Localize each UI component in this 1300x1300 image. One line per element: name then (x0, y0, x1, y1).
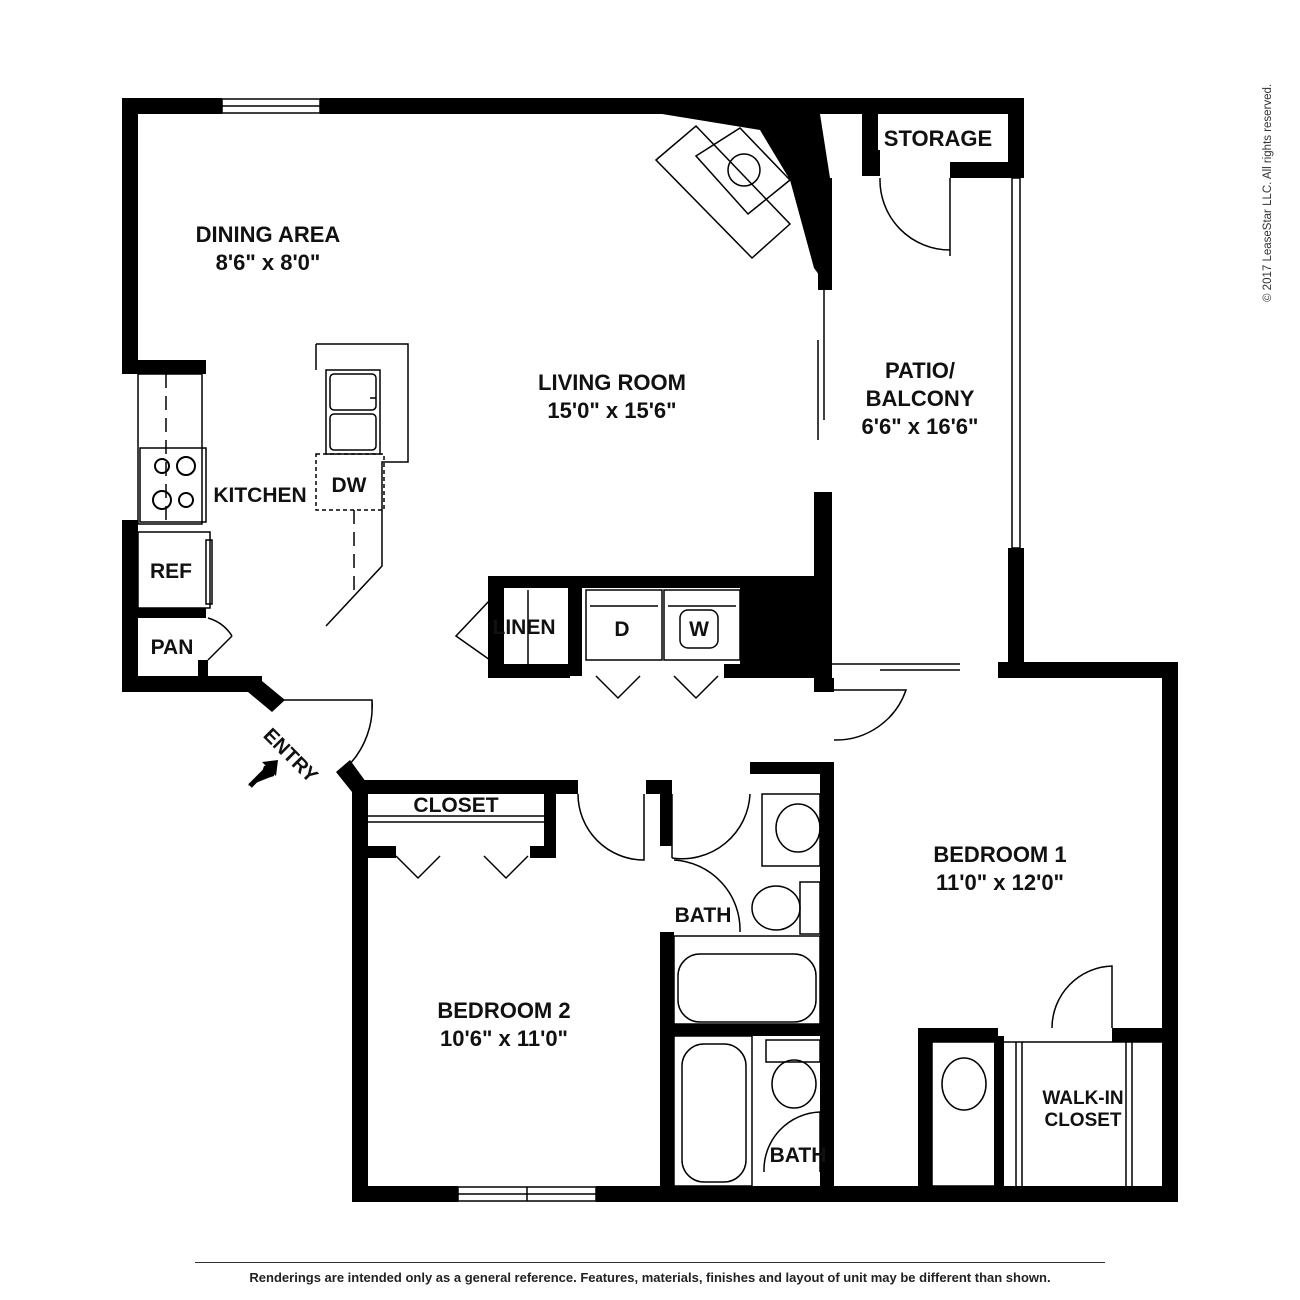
washer-label: W (689, 618, 709, 641)
closet-label: CLOSET (413, 794, 498, 817)
bedroom2-size: 10'6" x 11'0" (440, 1026, 568, 1051)
patio-name-1: PATIO/ (885, 358, 955, 383)
thin-lines (137, 98, 1162, 1202)
disclaimer-text: Renderings are intended only as a genera… (249, 1270, 1051, 1285)
walkin-label-1: WALK-IN (1042, 1088, 1123, 1109)
bedroom2-name: BEDROOM 2 (437, 998, 570, 1023)
walkin-label-2: CLOSET (1044, 1110, 1121, 1131)
refrigerator-label: REF (150, 560, 192, 583)
bedroom1-size: 11'0" x 12'0" (936, 870, 1064, 895)
bath-2-label: BATH (770, 1144, 827, 1167)
linen-label: LINEN (493, 616, 556, 639)
copyright-notice: © 2017 LeaseStar LLC. All rights reserve… (1262, 12, 1284, 312)
living-name: LIVING ROOM (538, 370, 686, 395)
bath-1-label: BATH (675, 904, 732, 927)
pantry-label: PAN (151, 636, 194, 659)
kitchen-label: KITCHEN (213, 484, 306, 507)
dining-size: 8'6" x 8'0" (216, 250, 321, 275)
dining-name: DINING AREA (196, 222, 341, 247)
patio-name-2: BALCONY (866, 386, 975, 411)
entry-label: ENTRY (259, 724, 322, 787)
living-size: 15'0" x 15'6" (547, 398, 676, 423)
storage-label: STORAGE (884, 126, 992, 151)
copyright-text: © 2017 LeaseStar LLC. All rights reserve… (1262, 83, 1274, 302)
entry-arrow-icon (248, 760, 278, 788)
patio-size: 6'6" x 16'6" (862, 414, 979, 439)
footer-divider (195, 1262, 1105, 1263)
room-labels: DINING AREA 8'6" x 8'0" LIVING ROOM 15'0… (150, 126, 1124, 1167)
stove-icon (152, 456, 196, 510)
dryer-label: D (614, 618, 629, 641)
bedroom1-name: BEDROOM 1 (933, 842, 1066, 867)
walls (122, 98, 1178, 1202)
dishwasher-label: DW (332, 474, 367, 497)
